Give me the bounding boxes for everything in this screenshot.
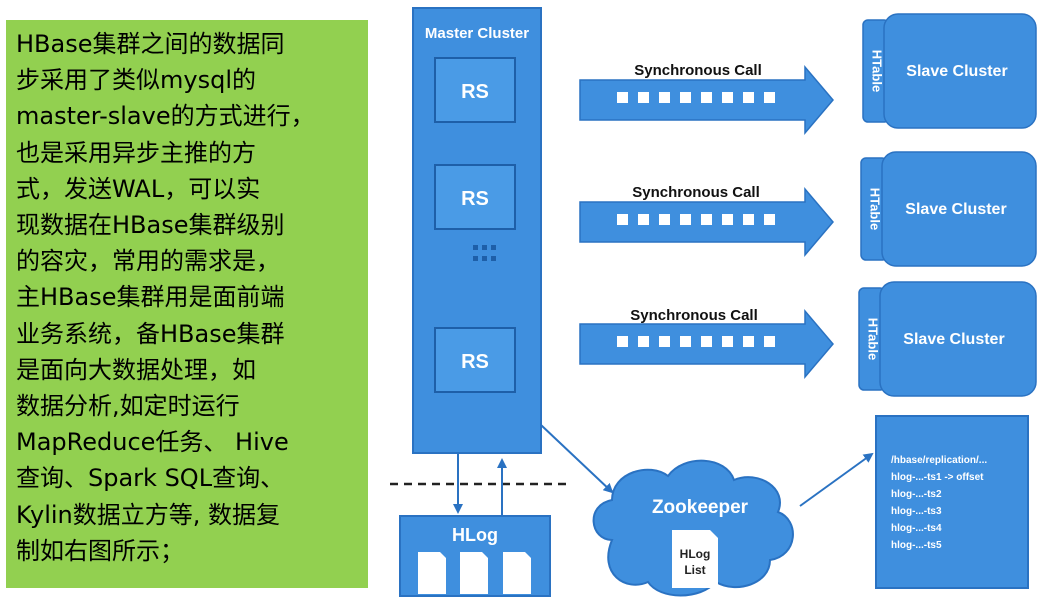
document-icon [460,552,488,594]
sync-call-label: Synchronous Call [630,307,758,324]
slave-cluster-label: Slave Cluster [903,331,1004,348]
sync-call-label: Synchronous Call [634,62,762,79]
htable-label: HTable [866,318,881,360]
description-line: 式，发送WAL，可以实 [16,174,261,203]
description-line: MapReduce任务、 Hive [16,428,289,457]
hlog-list-document-icon [672,530,718,588]
replication-line: hlog-...-ts3 [891,506,942,517]
sync-call-row-1: Synchronous Call HTable Slave Cluster [579,13,1037,136]
slave-cluster-box [883,13,1037,129]
ellipsis-dots [473,245,496,261]
document-icon [418,552,446,594]
replication-line: hlog-...-ts1 -> offset [891,472,984,483]
replication-line: hlog-...-ts2 [891,489,942,500]
description-line: 也是采用异步主推的方 [16,138,256,167]
htable-label: HTable [870,50,885,92]
region-server-3: RS [434,327,516,393]
slave-cluster-box [879,281,1037,397]
replication-line: /hbase/replication/... [891,455,987,466]
description-line: 数据分析,如定时运行 [16,392,240,421]
description-line: Kylin数据立方等, 数据复 [16,500,280,529]
region-server-label: RS [461,188,489,210]
replication-line: hlog-...-ts4 [891,523,942,534]
description-line: 查询、Spark SQL查询、 [16,464,285,493]
htable-label: HTable [868,188,883,230]
sync-call-label: Synchronous Call [632,184,760,201]
description-line: HBase集群之间的数据同 [16,30,285,58]
description-line: 是面向大数据处理，如 [16,355,256,384]
packet-squares [617,92,775,103]
sync-call-row-3: Synchronous Call HTable Slave Cluster [579,281,1037,397]
replication-line: hlog-...-ts5 [891,540,942,551]
master-cluster-label: Master Cluster [425,25,529,42]
slave-cluster-label: Slave Cluster [905,201,1006,218]
replication-znode-panel: /hbase/replication/... hlog-...-ts1 -> o… [875,415,1029,589]
slave-cluster-label: Slave Cluster [906,63,1007,80]
description-line: 业务系统，备HBase集群 [16,319,285,348]
region-server-2: RS [434,164,516,230]
description-line: 的容灾，常用的需求是， [16,247,280,276]
region-server-label: RS [461,351,489,373]
description-line: 步采用了类似mysql的 [16,66,256,95]
hlog-list-label: List [684,563,705,577]
hlog-list-label: HLog [680,547,711,561]
description-panel: HBase集群之间的数据同 步采用了类似mysql的 master-slave的… [6,20,368,588]
region-server-1: RS [434,57,516,123]
hlog-label: HLog [452,525,498,545]
description-line: master-slave的方式进行， [16,102,315,131]
region-server-label: RS [461,81,489,103]
description-line: 制如右图所示； [16,536,184,565]
zookeeper-cloud: Zookeeper HLog List [592,459,794,597]
hlog-box: HLog [399,515,551,597]
sync-call-row-2: Synchronous Call HTable Slave Cluster [579,151,1037,267]
slave-cluster-box [881,151,1037,267]
packet-squares [617,336,775,347]
zookeeper-label: Zookeeper [652,497,749,518]
arrow-master-to-zookeeper [540,424,614,494]
description-line: 主HBase集群用是面前端 [16,283,285,312]
description-line: 现数据在HBase集群级别 [16,211,285,240]
arrow-zookeeper-to-replication [799,452,874,507]
document-icon [503,552,531,594]
packet-squares [617,214,775,225]
